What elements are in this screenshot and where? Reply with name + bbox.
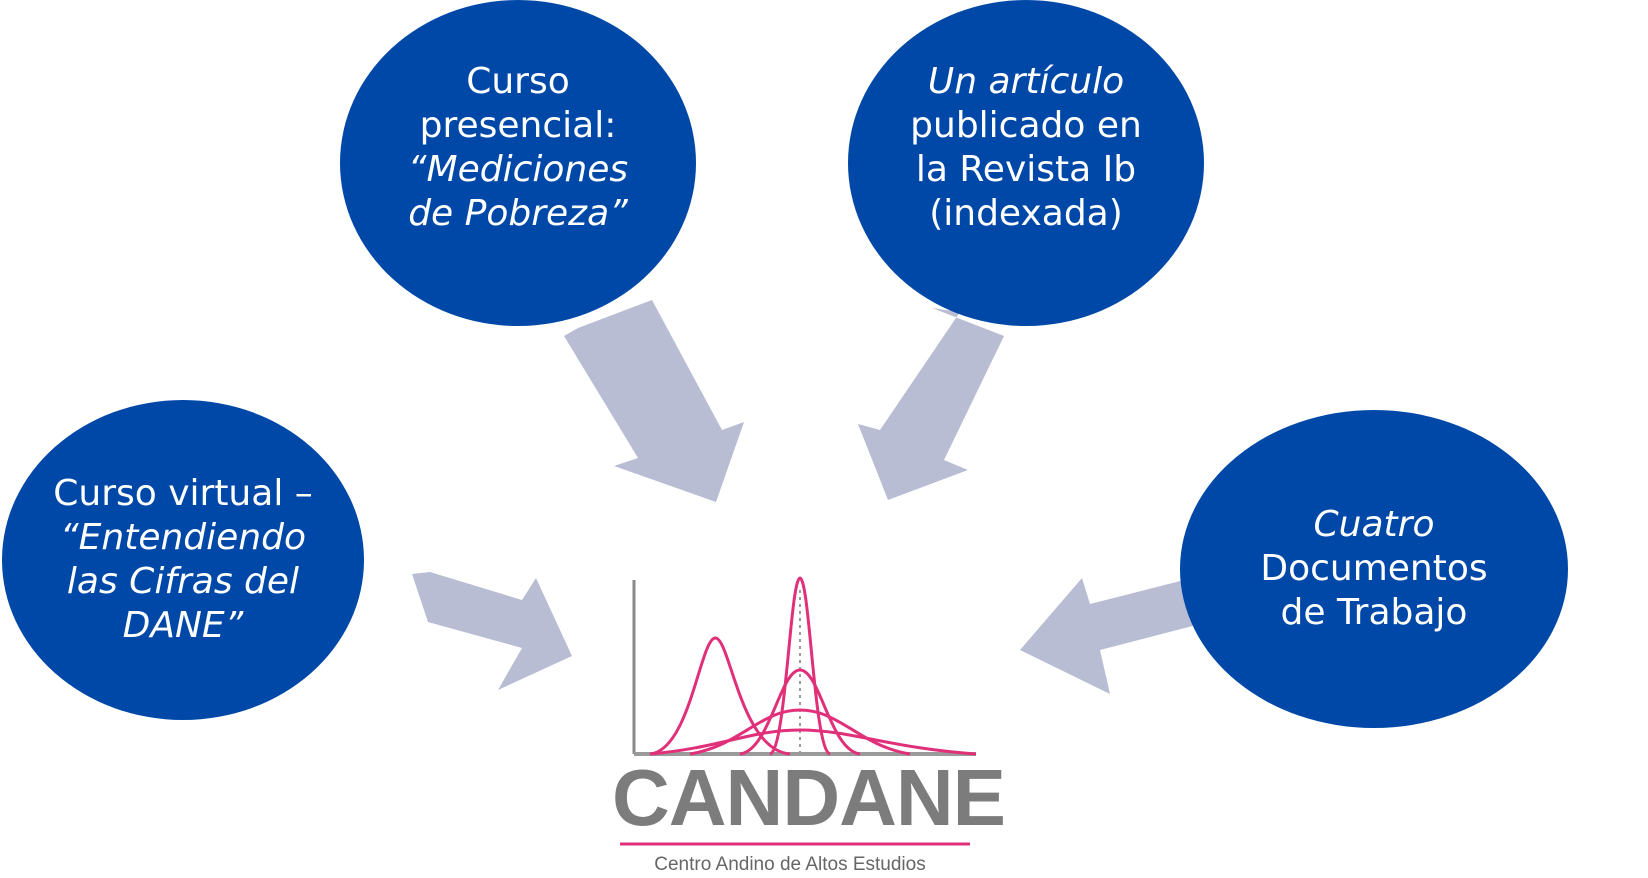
node-line: Curso [466,61,570,102]
node-line: la Revista Ib [915,149,1137,190]
node-line: de Pobreza” [408,193,628,234]
node-line: presencial: [419,105,617,146]
logo-curve-left [649,636,791,756]
node-line: las Cifras del [66,561,300,602]
node-line: “Entendiendo [60,517,306,558]
node-line: Documentos [1260,548,1488,589]
logo-curve-widest [649,728,977,756]
node-curso-presencial: Curso presencial: “Mediciones de Pobreza… [340,0,696,326]
node-line: Curso virtual – [53,473,313,514]
arrow-virtual [412,572,572,690]
logo-curves [620,576,977,846]
node-line: publicado en [910,105,1142,146]
arrow-articulo [858,308,1004,500]
node-line: Cuatro [1313,504,1435,545]
logo-name: CANDANE [612,753,1006,842]
node-line: “Mediciones [407,149,629,190]
node-line: (indexada) [929,193,1123,234]
candane-logo: CANDANE Centro Andino de Altos Estudios [590,570,1006,878]
node-line: DANE” [122,605,244,646]
node-line: Un artículo [927,61,1125,102]
node-documentos: Cuatro Documentos de Trabajo [1180,410,1568,728]
arrow-docs [1020,578,1208,694]
node-line: de Trabajo [1280,592,1468,633]
node-curso-virtual: Curso virtual – “Entendiendo las Cifras … [2,400,364,720]
node-articulo: Un artículo publicado en la Revista Ib (… [848,0,1204,326]
logo-subtitle: Centro Andino de Altos Estudios [654,854,926,875]
arrow-presencial [564,300,744,502]
